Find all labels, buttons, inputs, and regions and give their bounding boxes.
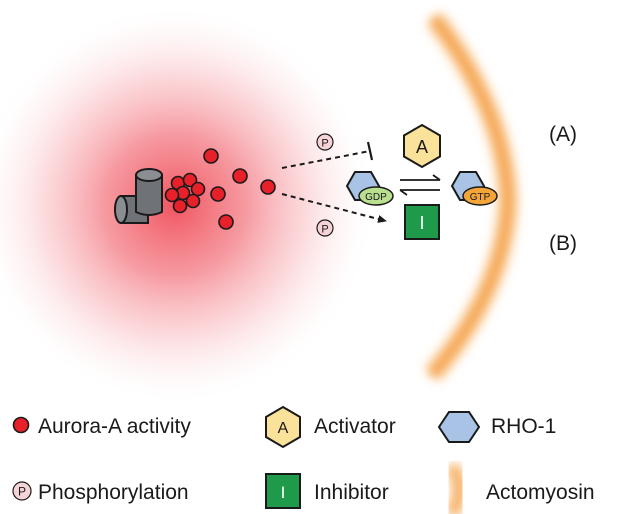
svg-text:P: P xyxy=(321,138,328,150)
svg-text:P: P xyxy=(321,224,328,236)
svg-text:I: I xyxy=(281,483,286,502)
centrosome-icon xyxy=(114,168,163,224)
svg-text:GTP: GTP xyxy=(470,192,491,203)
phospho-icon: P xyxy=(316,219,334,237)
legend-actomyosin-label: Actomyosin xyxy=(486,481,595,504)
rho-gdp-icon: GDP xyxy=(345,171,394,206)
aurora-a-cluster xyxy=(164,172,206,214)
svg-text:I: I xyxy=(419,213,424,233)
svg-text:P: P xyxy=(18,485,26,499)
legend-inhibitor-label: Inhibitor xyxy=(314,481,389,504)
pathway-b-label: (B) xyxy=(549,232,577,255)
legend-rho-label: RHO-1 xyxy=(491,415,556,438)
svg-text:A: A xyxy=(416,137,428,157)
aurora-a-dots xyxy=(203,148,276,230)
legend-phospho-label: Phosphorylation xyxy=(38,481,189,504)
phospho-icon: P xyxy=(316,133,334,151)
aurora-dot-icon xyxy=(12,416,30,434)
legend-rho-icon xyxy=(437,411,481,443)
legend-actomyosin-icon xyxy=(444,461,467,514)
equilibrium-arrows xyxy=(399,174,441,196)
legend-activator-label: Activator xyxy=(314,415,396,438)
inhibitor-square-icon: I xyxy=(404,204,440,240)
legend: Aurora-A activity A Activator RHO-1 P Ph… xyxy=(12,405,595,514)
actomyosin-cortex xyxy=(423,11,520,383)
pathway-a-label: (A) xyxy=(549,123,577,146)
legend-phospho-icon: P xyxy=(12,481,32,501)
legend-inhibitor-icon: I xyxy=(265,473,301,509)
aurora-activity-halo xyxy=(0,0,405,400)
svg-text:A: A xyxy=(278,420,289,437)
rho-gtp-icon: GTP xyxy=(450,171,498,206)
pathway-a-inhibition xyxy=(281,141,374,169)
svg-text:GDP: GDP xyxy=(365,192,387,203)
activator-hexagon-icon: A xyxy=(403,123,441,169)
legend-aurora-label: Aurora-A activity xyxy=(38,415,191,438)
legend-activator-icon: A xyxy=(265,405,301,449)
